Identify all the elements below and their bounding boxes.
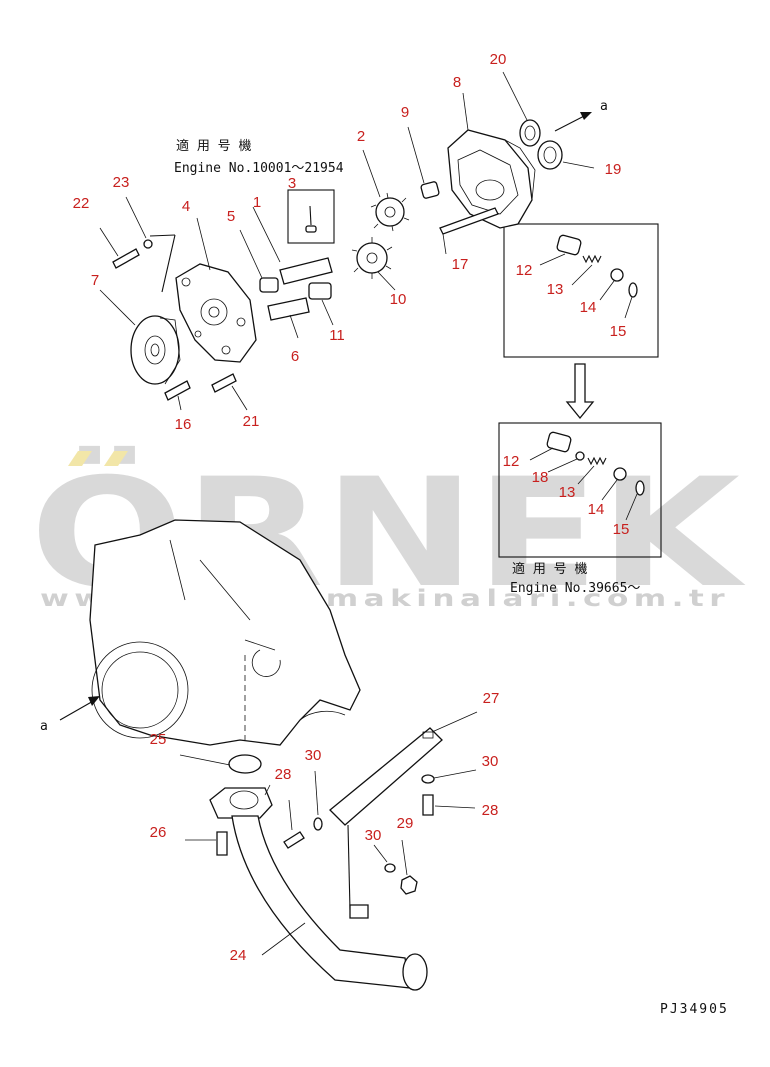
callout-30-low: 30 <box>365 827 382 844</box>
watermark-dot-right <box>104 451 128 466</box>
callout-numbers: 1 2 3 4 5 6 7 8 9 10 11 12 13 14 15 12 1… <box>73 51 630 964</box>
suction-pipe-24 <box>231 815 411 989</box>
callout-15-lower: 15 <box>613 521 630 538</box>
callout-24: 24 <box>230 947 247 964</box>
note-bottom-line2: Engine No.39665～ <box>510 581 640 596</box>
shaft-6 <box>267 297 310 321</box>
bolt-28-right <box>422 794 434 816</box>
valve-12-upper <box>556 234 582 256</box>
callout-15-upper: 15 <box>610 323 627 340</box>
pump-cover-4 <box>175 263 257 363</box>
bushing-11 <box>308 282 332 300</box>
callout-10: 10 <box>390 291 407 308</box>
callout-5: 5 <box>227 208 235 225</box>
washer-18 <box>575 451 585 461</box>
callout-18: 18 <box>532 469 549 486</box>
pin-detail-box <box>287 189 335 244</box>
bolt-16 <box>164 380 191 401</box>
spring-13-upper <box>582 254 602 264</box>
engine-block: a <box>40 519 361 746</box>
callout-7: 7 <box>91 272 99 289</box>
washer-30-low <box>384 863 396 873</box>
callout-25: 25 <box>150 731 167 748</box>
callout-13-upper: 13 <box>547 281 564 298</box>
pump-case <box>447 129 536 229</box>
bushing-9 <box>420 181 440 199</box>
watermark-dot-left <box>68 451 92 466</box>
callout-29: 29 <box>397 815 414 832</box>
note-bottom-line1: 適 用 号 機 <box>512 561 587 577</box>
callout-2: 2 <box>357 128 365 145</box>
callout-20: 20 <box>490 51 507 68</box>
callout-30-mid: 30 <box>305 747 322 764</box>
gasket-25 <box>228 754 262 774</box>
callout-4: 4 <box>182 198 190 215</box>
relief-valve-lower <box>546 431 645 496</box>
flange <box>209 787 273 819</box>
bolt-28-left <box>283 831 305 849</box>
callout-22: 22 <box>73 195 90 212</box>
callout-17: 17 <box>452 256 469 273</box>
suction-pipe-assembly <box>209 727 443 991</box>
pump-parts: a <box>112 99 608 401</box>
detail-box-lower <box>498 422 662 558</box>
crank-bore <box>91 641 189 739</box>
callout-23: 23 <box>113 174 130 191</box>
bolt-21 <box>211 373 237 393</box>
drawing-code: PJ34905 <box>660 1002 729 1017</box>
valve-12-lower <box>546 431 572 453</box>
callout-12-upper: 12 <box>516 262 533 279</box>
nut-29 <box>400 875 418 895</box>
callout-8: 8 <box>453 74 461 91</box>
note-top-line1: 適 用 号 機 <box>176 138 251 154</box>
shaft-17 <box>439 207 499 235</box>
callout-12-lower: 12 <box>503 453 520 470</box>
bolt-22 <box>112 248 140 269</box>
down-arrow <box>565 363 595 420</box>
callout-9: 9 <box>401 104 409 121</box>
plug-14-lower <box>613 467 627 481</box>
view-label-left: a <box>40 719 48 734</box>
callout-6: 6 <box>291 348 299 365</box>
plug-14-upper <box>610 268 624 282</box>
callout-21: 21 <box>243 413 260 430</box>
inner-gear-2 <box>370 192 410 232</box>
note-top: 適 用 号 機 Engine No.10001～21954 <box>174 138 344 176</box>
bolt-26 <box>216 831 228 856</box>
callout-28-right: 28 <box>482 802 499 819</box>
ring-15-upper <box>628 282 638 298</box>
note-top-line2: Engine No.10001～21954 <box>174 161 344 176</box>
ring-15-lower <box>635 480 645 496</box>
note-bottom: 適 用 号 機 Engine No.39665～ <box>510 561 640 596</box>
bracket-27 <box>329 727 443 826</box>
callout-11: 11 <box>329 327 345 344</box>
callout-14-lower: 14 <box>588 501 605 518</box>
callout-27: 27 <box>483 690 500 707</box>
leader-lines <box>99 71 638 956</box>
view-label-top: a <box>600 99 608 114</box>
pin-3 <box>305 225 317 233</box>
callout-16: 16 <box>175 416 192 433</box>
detail-box-upper <box>503 223 659 358</box>
seal-ring-20 <box>519 119 541 147</box>
drive-gear-7 <box>130 315 181 385</box>
washer-30-mid <box>313 817 323 831</box>
shaft-1 <box>279 257 333 285</box>
spring-13-lower <box>587 456 607 466</box>
outer-gear-10 <box>351 237 393 279</box>
callout-19: 19 <box>605 161 622 178</box>
callout-30-right: 30 <box>482 753 499 770</box>
seal-ring-19 <box>537 140 563 170</box>
relief-valve-upper <box>556 234 638 298</box>
callout-26: 26 <box>150 824 167 841</box>
washer-30-right <box>421 774 435 784</box>
callout-13-lower: 13 <box>559 484 576 501</box>
bushing-5 <box>259 277 279 293</box>
callout-28-left: 28 <box>275 766 292 783</box>
callout-14-upper: 14 <box>580 299 597 316</box>
callout-3: 3 <box>288 175 296 192</box>
callout-1: 1 <box>253 194 261 211</box>
